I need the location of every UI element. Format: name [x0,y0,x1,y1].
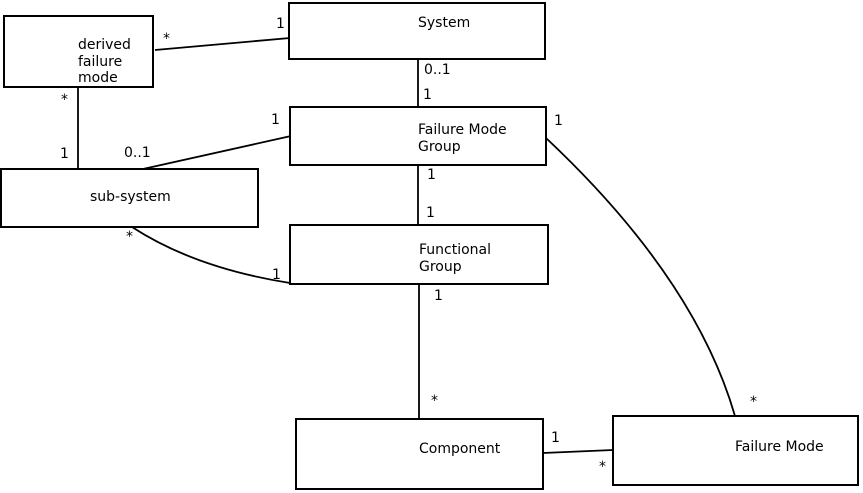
node-failure-mode-label: Failure Mode [735,439,824,455]
mult-failure-mode-star-top: * [750,394,757,410]
mult-failure-mode-star-left: * [599,459,606,475]
mult-derived-failure-mode-star-bottom: * [61,92,68,108]
mult-functional-group-one-top: 1 [426,205,435,221]
node-derived-failure-mode [3,15,154,88]
node-component [295,418,544,490]
mult-failure-mode-group-one-left: 1 [271,112,280,128]
mult-functional-group-one-bottom: 1 [434,288,443,304]
node-sub-system [0,168,259,228]
edge-sub-system-functional-group [131,226,291,284]
mult-failure-mode-group-one-right: 1 [554,113,563,129]
mult-failure-mode-group-one-top: 1 [423,87,432,103]
mult-derived-failure-mode-star: * [163,31,170,47]
node-sub-system-label: sub-system [90,189,171,205]
edge-component-failure-mode [542,449,614,454]
node-failure-mode [612,415,859,486]
mult-component-one: 1 [551,430,560,446]
node-system-label: System [418,15,471,31]
mult-sub-system-star: * [126,229,133,245]
mult-system-one: 1 [276,16,285,32]
node-derived-failure-mode-label: derived failure mode [78,37,131,86]
node-system [288,2,546,60]
node-functional-group [289,224,549,285]
mult-failure-mode-group-one-bottom: 1 [427,167,436,183]
node-failure-mode-group [289,106,547,166]
node-failure-mode-group-label: Failure Mode Group [418,122,507,155]
mult-functional-group-one-left: 1 [272,267,281,283]
mult-system-zero-or-one: 0..1 [424,62,451,78]
mult-sub-system-zero-or-one: 0..1 [124,145,151,161]
edge-system-derived-failure-mode [154,37,291,51]
edge-failure-mode-group-sub-system [142,135,292,170]
node-functional-group-label: Functional Group [419,242,492,275]
edge-failure-mode-group-failure-mode [545,137,736,417]
node-component-label: Component [419,441,501,457]
mult-sub-system-one: 1 [60,146,69,162]
mult-component-star: * [431,393,438,409]
